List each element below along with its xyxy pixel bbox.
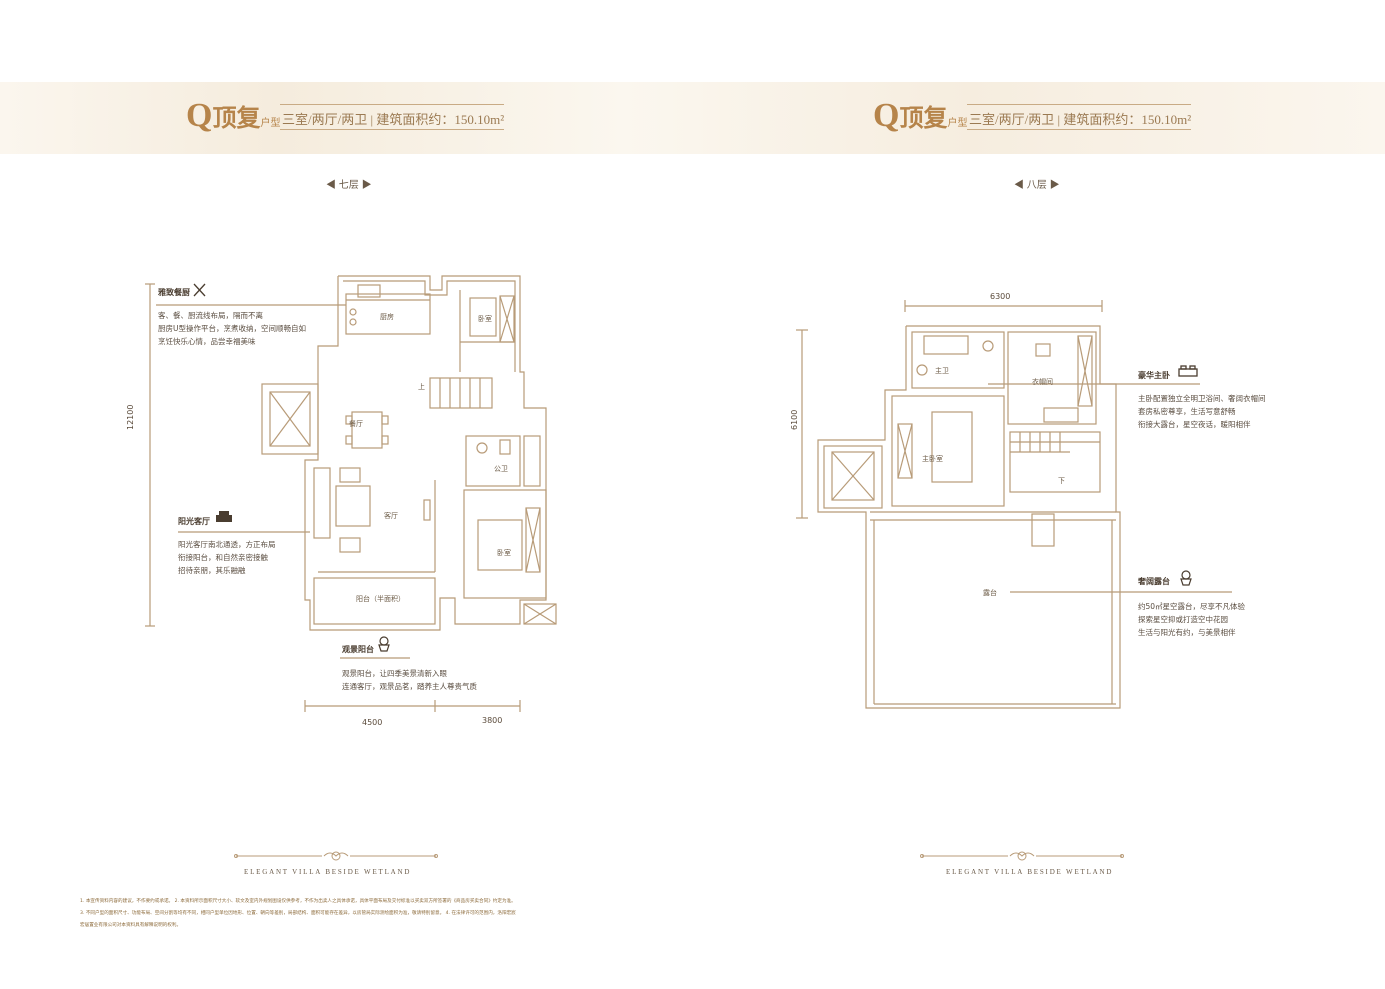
- dim-width: 6300: [990, 292, 1011, 301]
- room-master-bed: 主卧室: [922, 455, 943, 463]
- ornament-divider-right: [920, 851, 1124, 861]
- dim-height: 6100: [790, 409, 799, 430]
- type-suffix: 户型: [947, 118, 968, 129]
- dim-width-2: 3800: [482, 716, 503, 725]
- type-code: Q: [186, 97, 213, 134]
- floor-label: 七层: [338, 180, 359, 191]
- room-public-bath: 公卫: [494, 465, 508, 473]
- floor-plan-7: [145, 275, 557, 712]
- floor-selector-left[interactable]: ◀ 七层 ▶: [326, 176, 372, 191]
- flower-pot-icon: [378, 636, 390, 652]
- feature-title: 奢阔露台: [1138, 577, 1170, 586]
- type-spec: 三室/两厅/两卫 | 建筑面积约：150.10m²: [282, 112, 505, 127]
- flower-pot-icon: [1180, 570, 1192, 586]
- feature-desc: 客、餐、厨流线布局，隔而不离 厨房U型操作平台，烹煮收纳，空间顺畅自如 烹饪快乐…: [158, 311, 306, 346]
- room-living: 客厅: [384, 512, 398, 520]
- footer-slogan: ELEGANT VILLA BESIDE WETLAND: [946, 868, 1114, 876]
- fork-knife-icon: [193, 283, 206, 297]
- right-header: Q顶复户型 三室/两厅/两卫 | 建筑面积约：150.10m²: [873, 96, 1213, 136]
- disclaimer-notes: 1. 本宣传资料内容的建议，不作要约或承诺。 2. 本资料所示面积尺寸大小、软文…: [80, 896, 640, 932]
- chevron-left-icon[interactable]: ◀: [326, 180, 336, 191]
- floor-plan-8: [796, 300, 1232, 709]
- room-balcony: 阳台（半面积）: [356, 595, 405, 603]
- feature-title: 观景阳台: [342, 645, 374, 654]
- type-spec: 三室/两厅/两卫 | 建筑面积约：150.10m²: [969, 112, 1192, 127]
- room-bedroom: 卧室: [478, 315, 492, 323]
- feature-desc: 观景阳台，让四季美景清新入眼 连通客厅，观景品茗，踏养主人尊贵气质: [342, 669, 477, 691]
- feature-title: 阳光客厅: [178, 517, 210, 526]
- chevron-right-icon[interactable]: ▶: [361, 180, 372, 191]
- chevron-left-icon[interactable]: ◀: [1014, 180, 1024, 191]
- type-suffix: 户型: [260, 118, 281, 129]
- room-bedroom: 卧室: [497, 549, 511, 557]
- room-terrace: 露台: [983, 589, 997, 597]
- note-line: 宏居置业有限公司对本资料具有解释说明的权利。: [80, 923, 182, 928]
- feature-title: 豪华主卧: [1138, 371, 1170, 380]
- stair-up: 上: [418, 383, 425, 391]
- dim-height: 12100: [126, 404, 135, 430]
- floor-label: 八层: [1026, 180, 1047, 191]
- type-name: 顶复: [899, 106, 948, 132]
- chevron-right-icon[interactable]: ▶: [1049, 180, 1060, 191]
- note-line: 1. 本宣传资料内容的建议，不作要约或承诺。 2. 本资料所示面积尺寸大小、软文…: [80, 899, 516, 904]
- left-header: Q顶复户型 三室/两厅/两卫 | 建筑面积约：150.10m²: [186, 96, 526, 136]
- feature-desc: 约50㎡星空露台，尽享不凡体验 探索星空抑或打造空中花园 生活与阳光有约，与美景…: [1138, 602, 1246, 637]
- feature-desc: 主卧配置独立全明卫浴间、奢阔衣帽间 套房私密尊享，生活写意舒畅 衔接大露台，星空…: [1138, 394, 1266, 429]
- footer-slogan: ELEGANT VILLA BESIDE WETLAND: [244, 868, 412, 876]
- header-band: [0, 82, 1385, 154]
- room-kitchen: 厨房: [380, 313, 394, 321]
- room-dining: 餐厅: [349, 420, 363, 428]
- sofa-icon: [216, 511, 232, 522]
- room-cloakroom: 衣帽间: [1032, 378, 1053, 386]
- feature-desc: 阳光客厅南北通透，方正布局 衔接阳台，和自然亲密接触 招待亲朋，其乐融融: [178, 540, 276, 575]
- bed-icon: [1178, 365, 1198, 377]
- floor-selector-right[interactable]: ◀ 八层 ▶: [1014, 176, 1060, 191]
- note-line: 3. 不同户型的面积尺寸、功能布局、空间分割等均有不同，相同户型单位因地形、位置…: [80, 911, 516, 916]
- type-code: Q: [873, 97, 900, 134]
- type-name: 顶复: [212, 106, 261, 132]
- feature-title: 雅致餐厨: [158, 288, 190, 297]
- room-master-bath: 主卫: [935, 367, 949, 375]
- ornament-divider-left: [234, 851, 438, 861]
- dim-width-1: 4500: [362, 718, 383, 727]
- stair-down: 下: [1058, 477, 1065, 485]
